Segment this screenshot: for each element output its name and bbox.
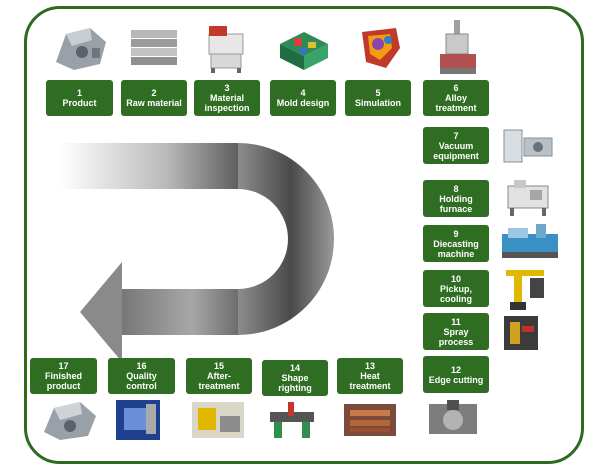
process-frame xyxy=(24,6,584,464)
finished-product-photo xyxy=(44,402,96,440)
vacuum-equipment-photo xyxy=(503,129,553,163)
mold-design-cad-image xyxy=(280,32,328,70)
raw-material-ingots-photo xyxy=(131,30,177,65)
holding-furnace-photo xyxy=(507,180,549,216)
spray-robot-photo xyxy=(504,316,538,350)
after-treatment-photo xyxy=(192,402,244,438)
edge-cutting-photo xyxy=(429,400,477,434)
heat-treatment-photo xyxy=(344,404,396,436)
product-part-photo xyxy=(56,28,106,70)
alloy-treatment-equipment-photo xyxy=(440,20,476,74)
inspection-equipment-photo xyxy=(208,26,244,73)
pickup-robot-photo xyxy=(506,270,544,310)
simulation-image xyxy=(362,28,400,68)
quality-control-photo xyxy=(116,400,160,440)
diecasting-machine-photo xyxy=(502,224,558,258)
shape-righting-photo xyxy=(270,402,314,438)
